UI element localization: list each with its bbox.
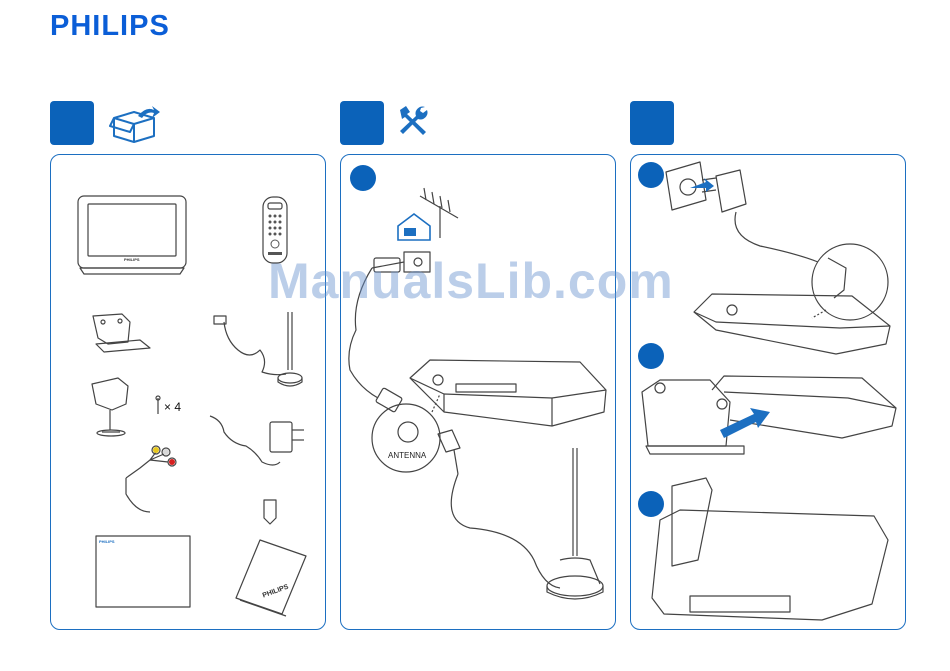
dock-stand-icon xyxy=(642,376,896,454)
dc-jack-zoom-icon xyxy=(812,244,888,320)
dock-back-icon xyxy=(652,478,888,620)
dock-with-power-icon xyxy=(694,294,890,354)
power-adapter-icon xyxy=(702,170,818,262)
plug-arrow-icon xyxy=(690,178,714,192)
watermark: ManualsLib.com xyxy=(268,252,674,310)
